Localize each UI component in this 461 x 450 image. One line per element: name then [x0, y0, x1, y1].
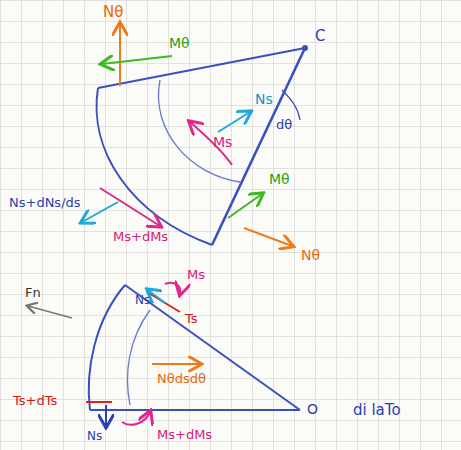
force-label: O: [306, 402, 319, 417]
force-label: di laTo: [352, 402, 402, 419]
force-label: Ts+dTs: [12, 394, 58, 408]
force-label: Ms+dMs: [112, 230, 169, 244]
force-label: Mθ: [168, 36, 191, 51]
force-label: Fn: [24, 286, 42, 300]
force-label: Ns: [134, 294, 151, 307]
force-label: dθ: [275, 118, 293, 132]
force-label: Nθ: [102, 4, 124, 21]
force-label: Ms: [212, 135, 233, 150]
force-label: Ns: [86, 430, 103, 443]
force-label: Mθ: [268, 172, 291, 187]
force-label: Ms+dMs: [156, 428, 213, 442]
force-label: Ns+dNs/ds: [8, 196, 82, 210]
force-label: Ns: [254, 92, 274, 107]
force-label: Ms: [186, 268, 206, 282]
force-label: C: [314, 28, 326, 45]
force-label: Ts: [184, 312, 199, 326]
force-label: Nθ: [300, 248, 321, 263]
force-label: Nθdsdθ: [156, 372, 207, 386]
